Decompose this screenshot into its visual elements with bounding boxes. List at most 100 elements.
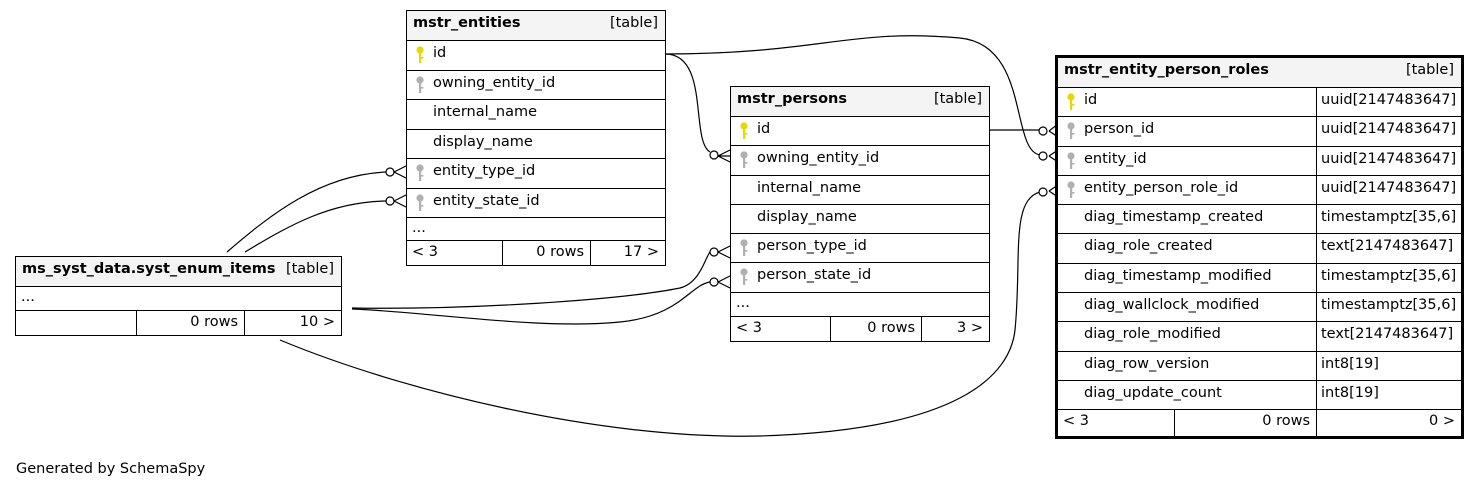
column-name: entity_person_role_id (1084, 179, 1239, 196)
column-type: uuid[2147483647] (1316, 146, 1456, 175)
children-link[interactable]: 17 > (623, 244, 659, 260)
table-header: mstr_persons [table] (731, 87, 989, 117)
column-row[interactable]: id (407, 41, 665, 71)
edge-entity-type (226, 171, 387, 253)
column-row[interactable]: owning_entity_id (731, 146, 989, 176)
column-name: owning_entity_id (757, 150, 880, 167)
column-name: person_id (1084, 121, 1155, 138)
column-row[interactable]: display_name (407, 130, 665, 159)
column-name: diag_timestamp_modified (1084, 267, 1272, 284)
table-name: mstr_entity_person_roles (1064, 62, 1269, 78)
table-name: mstr_entities (413, 15, 521, 31)
column-type: int8[19] (1316, 380, 1379, 410)
column-row[interactable]: diag_role_modified text[2147483647] (1058, 322, 1461, 352)
foreign-key-icon (415, 76, 425, 94)
column-row[interactable]: diag_timestamp_modified timestamptz[35,6… (1058, 263, 1461, 294)
column-row[interactable]: id uuid[2147483647] (1058, 88, 1461, 118)
row-count: 0 rows (1175, 410, 1317, 437)
table-header: ms_syst_data.syst_enum_items [table] (16, 257, 341, 287)
column-name: internal_name (433, 104, 538, 120)
column-type: timestamptz[35,6] (1316, 293, 1456, 322)
foreign-key-icon (1066, 181, 1076, 199)
table-footer: < 3 0 rows 0 > (1058, 410, 1461, 437)
column-type: uuid[2147483647] (1316, 88, 1456, 117)
generated-by-label: Generated by SchemaSpy (16, 461, 206, 477)
foreign-key-icon (415, 194, 425, 212)
primary-key-icon (1066, 93, 1076, 111)
foreign-key-icon (739, 151, 749, 169)
column-row[interactable]: person_state_id (731, 263, 989, 293)
table-kind: [table] (1405, 62, 1454, 78)
column-row[interactable]: diag_timestamp_created timestamptz[35,6] (1058, 205, 1461, 235)
row-count: 0 rows (831, 316, 922, 341)
table-syst-enum-items[interactable]: ms_syst_data.syst_enum_items [table] ...… (15, 256, 342, 336)
table-footer: < 3 0 rows 17 > (407, 241, 665, 265)
parents-link[interactable] (16, 311, 137, 335)
column-name: diag_row_version (1084, 355, 1210, 372)
row-count: 0 rows (503, 241, 591, 265)
column-name: person_type_id (757, 238, 867, 255)
parents-link[interactable]: < 3 (407, 241, 503, 265)
column-type: text[2147483647] (1316, 322, 1453, 351)
column-row[interactable]: internal_name (731, 176, 989, 205)
parents-link[interactable]: < 3 (731, 316, 831, 341)
children-link[interactable]: 10 > (299, 314, 335, 330)
more-columns: ... (731, 293, 989, 317)
foreign-key-icon (1066, 152, 1076, 170)
more-columns: ... (16, 287, 341, 311)
foreign-key-icon (1066, 122, 1076, 140)
column-row[interactable]: id (731, 117, 989, 147)
column-row[interactable]: entity_state_id (407, 189, 665, 218)
table-kind: [table] (609, 15, 658, 31)
column-type: uuid[2147483647] (1316, 117, 1456, 146)
column-name: id (757, 121, 771, 137)
column-row[interactable]: display_name (731, 205, 989, 235)
column-name: diag_update_count (1084, 384, 1222, 401)
column-name: id (433, 45, 447, 61)
column-row[interactable]: diag_update_count int8[19] (1058, 380, 1461, 411)
column-row[interactable]: diag_wallclock_modified timestamptz[35,6… (1058, 293, 1461, 323)
parents-link[interactable]: < 3 (1058, 410, 1175, 437)
foreign-key-icon (415, 164, 425, 182)
column-row[interactable]: diag_role_created text[2147483647] (1058, 234, 1461, 264)
column-row[interactable]: person_id uuid[2147483647] (1058, 117, 1461, 147)
table-kind: [table] (933, 91, 982, 107)
table-mstr-entity-person-roles[interactable]: mstr_entity_person_roles [table] id uuid… (1055, 55, 1464, 440)
column-type: int8[19] (1316, 351, 1379, 380)
foreign-key-icon (739, 268, 749, 286)
column-row[interactable]: entity_person_role_id uuid[2147483647] (1058, 175, 1461, 206)
column-name: diag_wallclock_modified (1084, 297, 1260, 314)
table-kind: [table] (285, 261, 334, 277)
children-link[interactable]: 0 > (1429, 413, 1455, 430)
column-row[interactable]: entity_type_id (407, 159, 665, 189)
table-header: mstr_entities [table] (407, 11, 665, 41)
column-row[interactable]: entity_id uuid[2147483647] (1058, 146, 1461, 176)
column-name: diag_timestamp_created (1084, 209, 1264, 226)
column-row[interactable]: internal_name (407, 100, 665, 130)
column-row[interactable]: diag_row_version int8[19] (1058, 351, 1461, 381)
table-name: ms_syst_data.syst_enum_items (22, 261, 276, 277)
column-type: timestamptz[35,6] (1316, 263, 1456, 293)
row-count: 0 rows (137, 311, 245, 335)
table-header: mstr_entity_person_roles [table] (1058, 58, 1461, 88)
foreign-key-icon (739, 239, 749, 257)
column-name: internal_name (757, 179, 862, 196)
more-columns: ... (407, 218, 665, 241)
column-name: id (1084, 92, 1098, 108)
table-name: mstr_persons (737, 91, 847, 107)
table-mstr-entities[interactable]: mstr_entities [table] id owning_entity_i… (406, 10, 666, 266)
children-link[interactable]: 3 > (957, 319, 983, 336)
table-mstr-persons[interactable]: mstr_persons [table] id owning_entity_id… (730, 86, 990, 342)
edge-entity-state (244, 200, 387, 253)
primary-key-icon (415, 46, 425, 64)
column-name: diag_role_modified (1084, 326, 1221, 343)
table-footer: 0 rows 10 > (16, 311, 341, 335)
column-name: entity_id (1084, 150, 1147, 167)
table-footer: < 3 0 rows 3 > (731, 316, 989, 341)
column-name: owning_entity_id (433, 74, 556, 91)
column-type: timestamptz[35,6] (1316, 205, 1456, 234)
column-name: entity_state_id (433, 192, 540, 209)
column-row[interactable]: person_type_id (731, 234, 989, 264)
column-row[interactable]: owning_entity_id (407, 71, 665, 100)
